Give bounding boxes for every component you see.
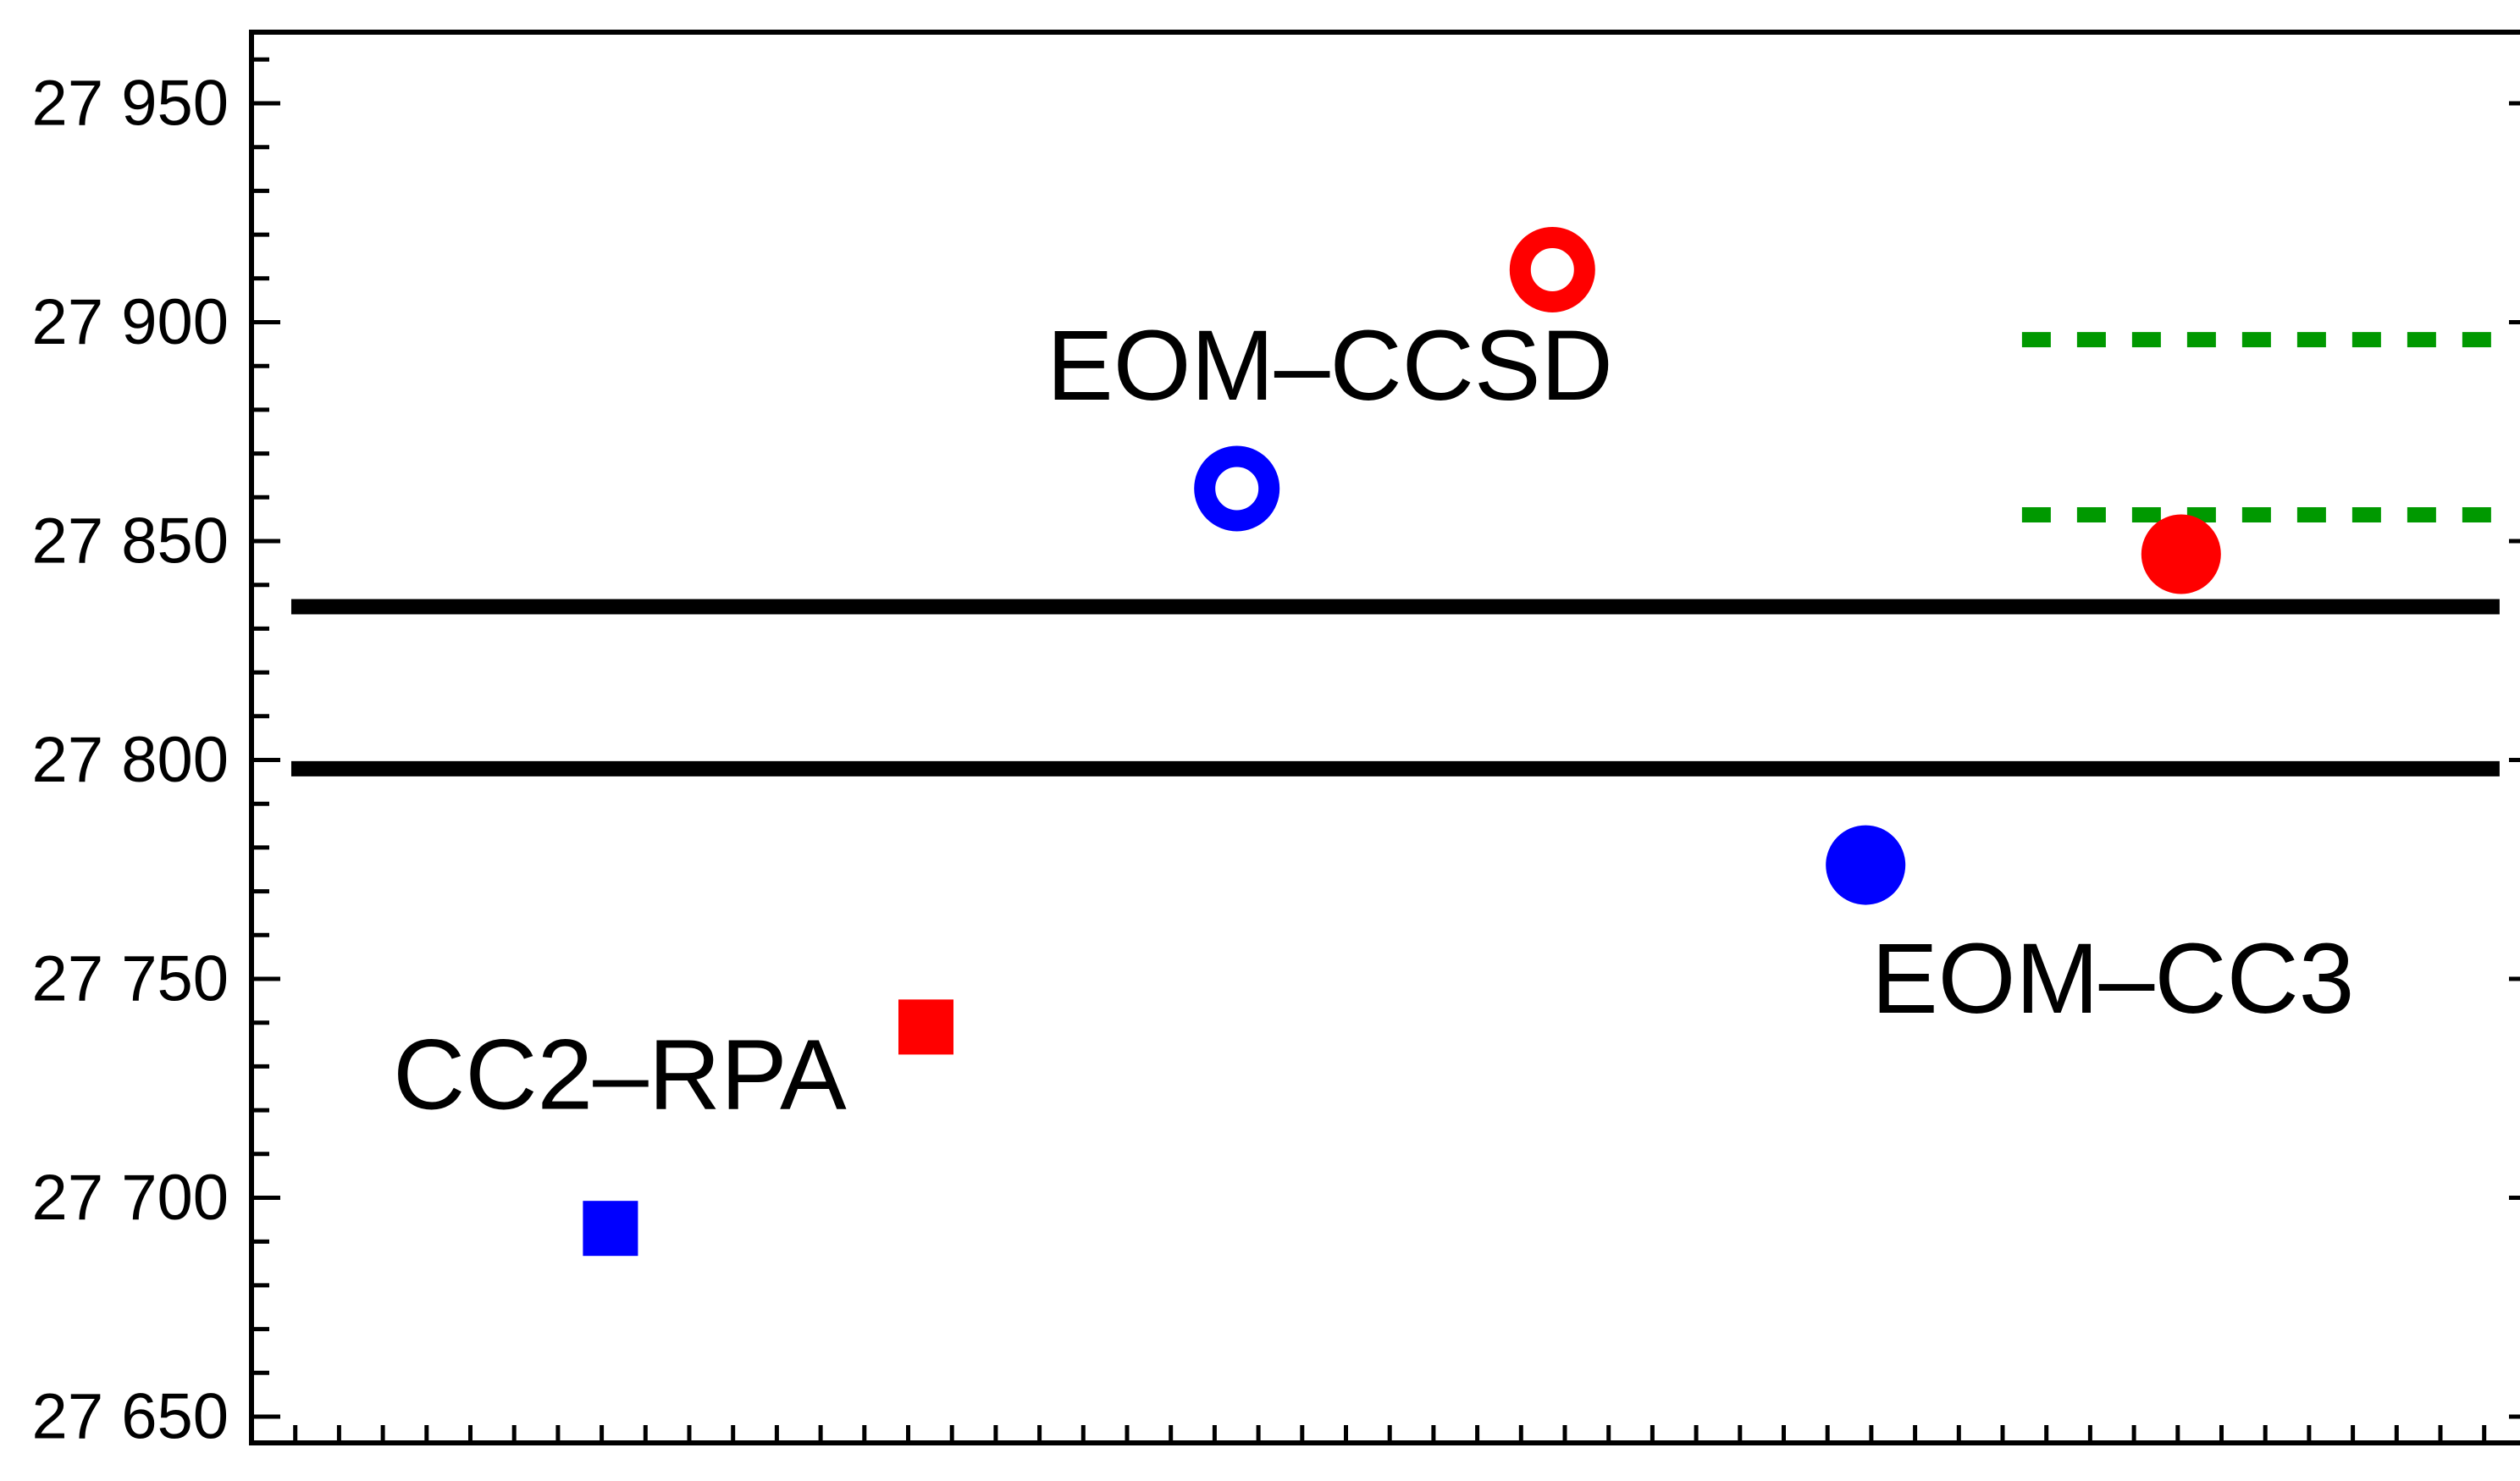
data-marker-filled-circle	[1826, 825, 1906, 905]
y-tick-label: 27 700	[34, 1162, 229, 1234]
method-comparison-scatter-plot: 27 950 27 900 27 850 27 800 27 750 27 700 27 6…	[34, 14, 2520, 1467]
plot-frame	[249, 30, 2520, 1445]
y-tick-label: 27 900	[34, 286, 229, 358]
method-label: CC2–RPA	[393, 1020, 847, 1131]
y-tick-label: 27 650	[34, 1381, 229, 1453]
data-marker-square	[898, 999, 953, 1055]
y-tick-label: 27 750	[34, 943, 229, 1015]
y-tick-label: 27 950	[34, 68, 229, 140]
y-tick-label: 27 800	[34, 724, 229, 796]
data-marker-square	[583, 1201, 638, 1257]
data-marker-open-circle	[1194, 445, 1280, 532]
data-marker-open-circle	[1509, 226, 1595, 312]
method-label: EOM–CC3	[1871, 923, 2354, 1035]
y-tick-label: 27 850	[34, 506, 229, 577]
method-label: EOM–CCSD	[1047, 310, 1613, 422]
data-marker-filled-circle	[2141, 514, 2221, 594]
plot-canvas: 27 950 27 900 27 850 27 800 27 750 27 700 27 6…	[34, 30, 2520, 1453]
